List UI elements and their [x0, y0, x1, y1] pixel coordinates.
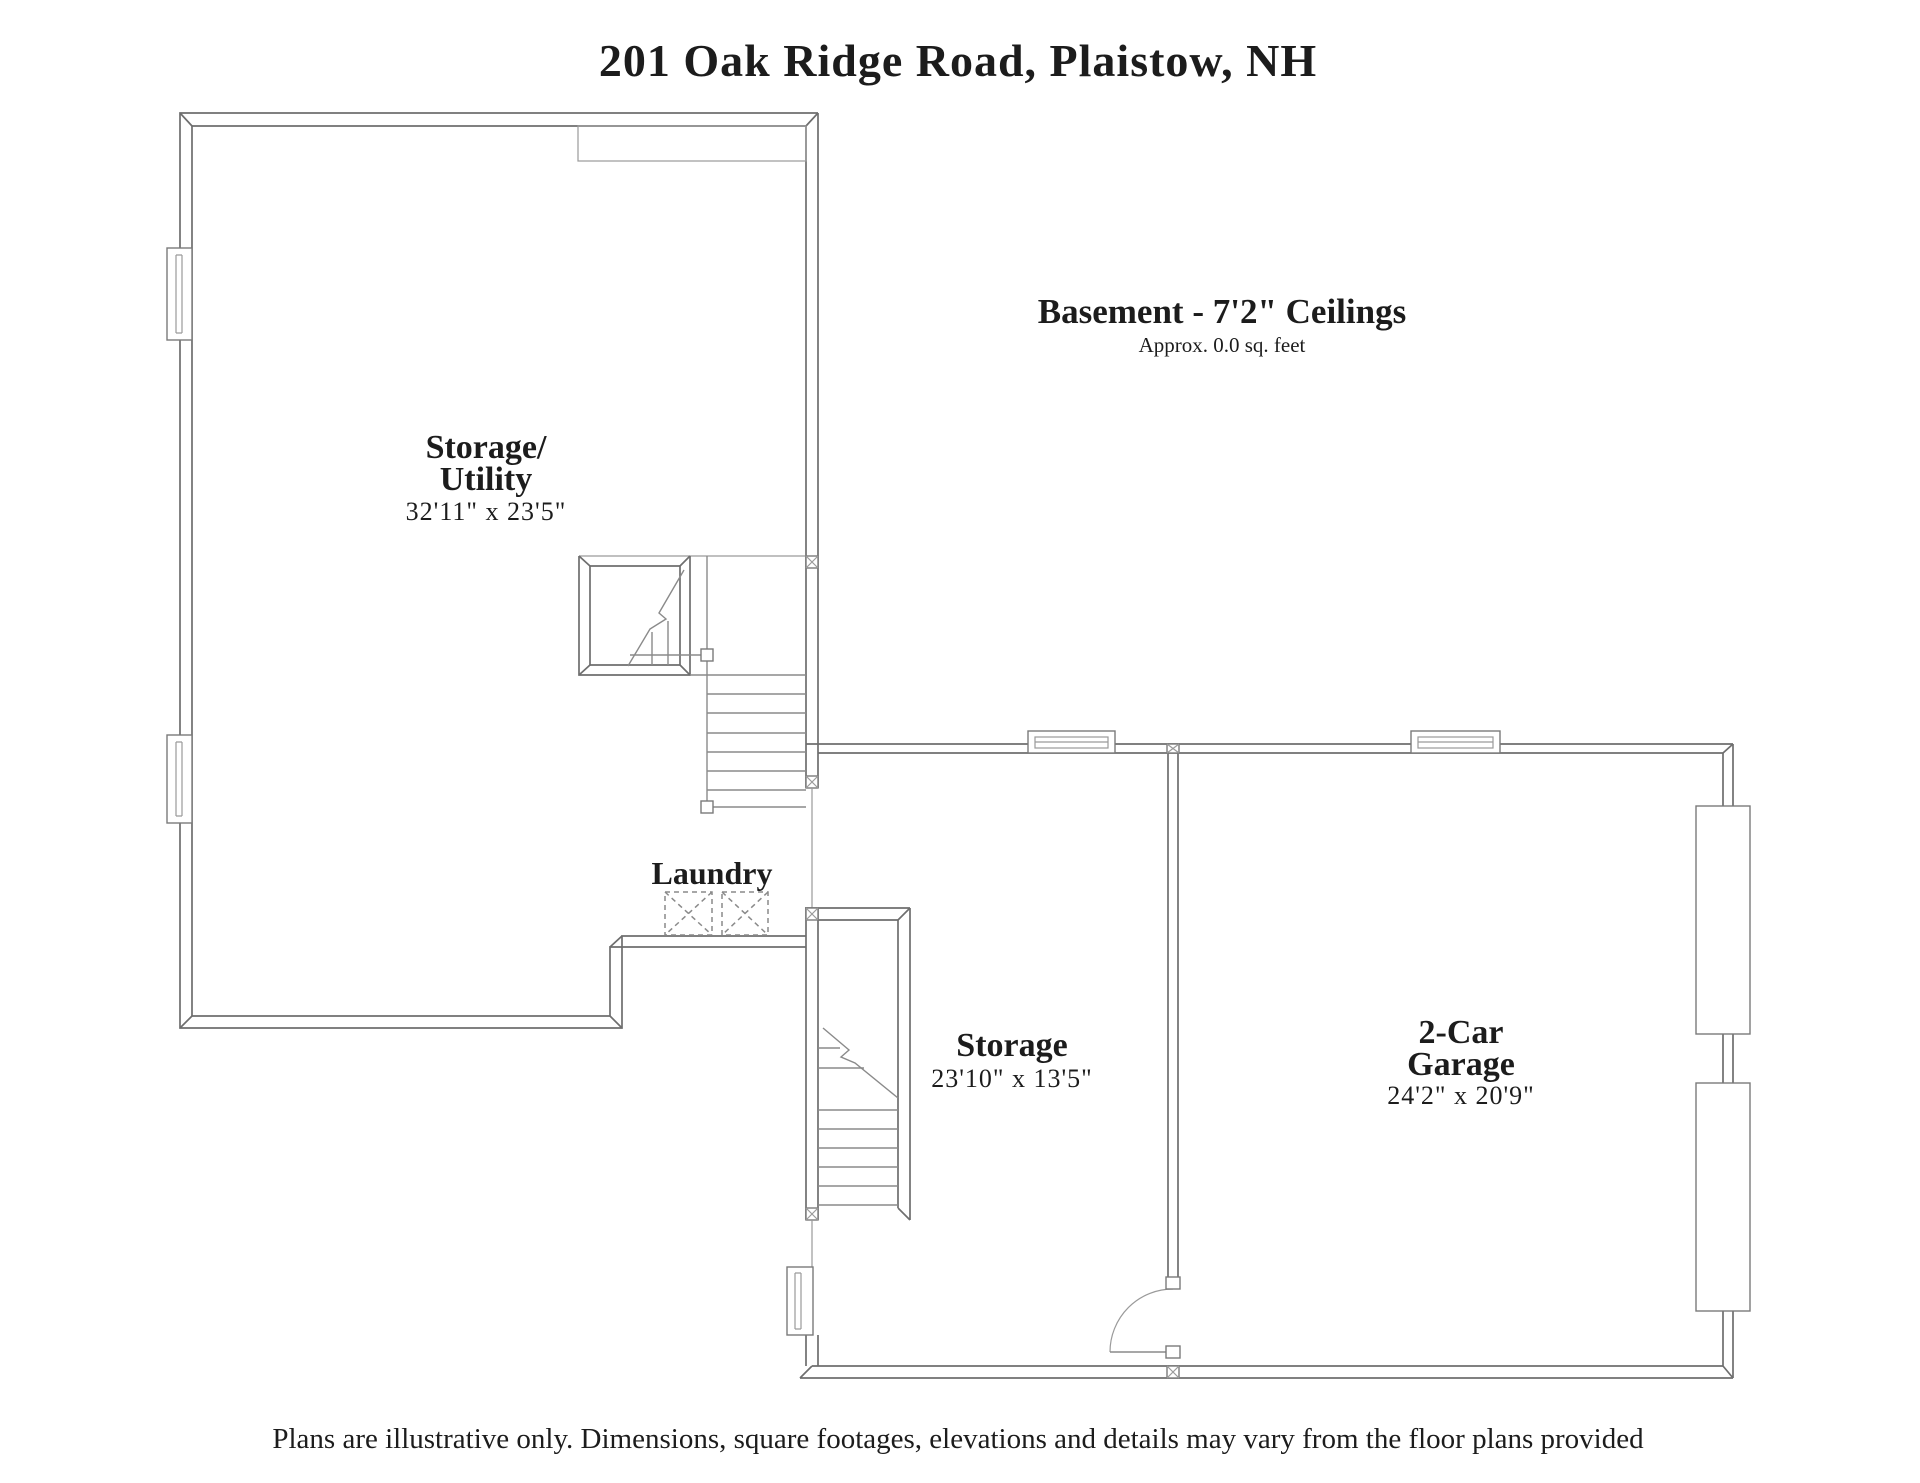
- room-label-storage-utility-2: Utility: [440, 461, 533, 498]
- wall-junction-marker: [1166, 743, 1180, 754]
- room-dims-garage: 24'2" x 20'9": [1387, 1081, 1535, 1110]
- room-label-garage-1: 2-Car: [1419, 1014, 1504, 1051]
- floor-label: Basement - 7'2" Ceilings: [1038, 292, 1406, 331]
- disclaimer-text: Plans are illustrative only. Dimensions,…: [272, 1423, 1644, 1455]
- door-arc: [1109, 1276, 1181, 1359]
- storage-garage-walls: [799, 743, 1734, 1379]
- window-icon: [166, 247, 193, 341]
- floor-area-note: Approx. 0.0 sq. feet: [1139, 333, 1306, 357]
- room-dims-storage: 23'10" x 13'5": [931, 1064, 1093, 1093]
- staircase-lower: [805, 907, 911, 1221]
- window-icon: [786, 1266, 814, 1336]
- window-icon: [166, 734, 193, 824]
- garage-door-icon: [1695, 805, 1751, 1035]
- laundry-appliance-dryer: [721, 891, 769, 936]
- room-label-storage: Storage: [956, 1027, 1067, 1064]
- staircase-upper: [578, 555, 806, 814]
- room-label-laundry: Laundry: [652, 855, 773, 891]
- room-storage-utility-walls: [179, 112, 819, 1029]
- room-label-garage-2: Garage: [1407, 1046, 1515, 1083]
- garage-door-icon: [1695, 1082, 1751, 1312]
- wall-junction-marker: [1166, 1365, 1180, 1379]
- page-title: 201 Oak Ridge Road, Plaistow, NH: [599, 35, 1317, 86]
- window-icon: [1027, 730, 1116, 754]
- wall-junction-marker: [805, 907, 819, 1221]
- laundry-appliance-washer: [664, 891, 713, 936]
- newel-post: [700, 800, 714, 814]
- window-icon: [1410, 730, 1501, 754]
- wall-junction-marker: [805, 555, 819, 789]
- room-label-storage-utility-1: Storage/: [426, 429, 547, 466]
- newel-post: [700, 648, 714, 662]
- soffit-rect: [577, 125, 807, 162]
- room-dims-storage-utility: 32'11" x 23'5": [406, 497, 567, 526]
